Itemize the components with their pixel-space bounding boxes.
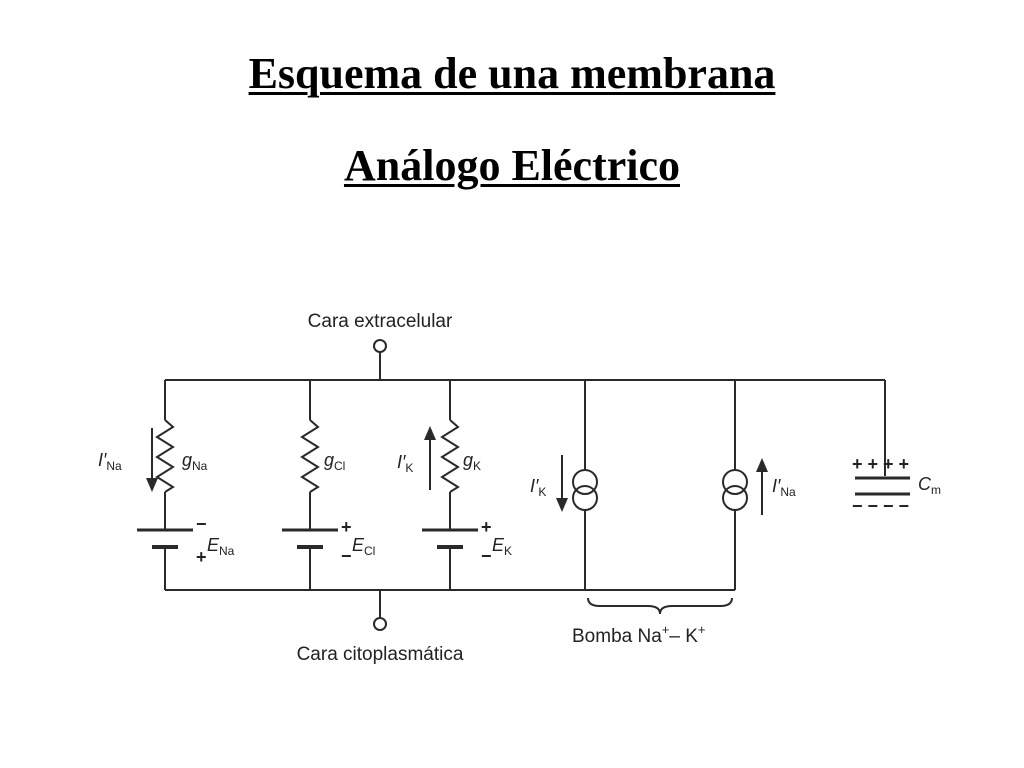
battery-k-plus: + [481, 517, 492, 537]
pump-label: Bomba Na+– K+ [572, 622, 706, 647]
top-terminal [373, 339, 387, 353]
battery-na-plus: + [196, 547, 207, 567]
battery-cl-plus: + [341, 517, 352, 537]
current-source-na-upper [722, 469, 748, 495]
resistor-na [155, 419, 175, 493]
capacitor-plus-signs: + + + + [852, 454, 909, 474]
branch-na: I′Na gNa − + ENa [98, 380, 235, 590]
pump-brace [587, 597, 733, 615]
conductance-label-na: gNa [182, 450, 208, 473]
branch-cl: gCl + − ECl [282, 380, 375, 590]
branch-k: I′K gK + − EK [397, 380, 512, 590]
emf-label-na: ENa [207, 535, 235, 558]
branch-pump-na: I′Na [722, 380, 796, 590]
battery-k-minus: − [481, 546, 492, 566]
cytoplasmic-label: Cara citoplasmática [297, 644, 464, 665]
bottom-terminal [373, 617, 387, 631]
branch-pump-k: I′K [530, 380, 598, 590]
emf-label-cl: ECl [352, 535, 375, 558]
current-source-na-lower [722, 485, 748, 511]
capacitor-minus-signs: − − − − [852, 496, 909, 516]
current-source-k-lower [572, 485, 598, 511]
current-source-k-upper [572, 469, 598, 495]
branch-capacitor: + + + + − − − − Cm [852, 380, 941, 516]
battery-na-minus: − [196, 514, 207, 534]
resistor-cl [300, 419, 320, 493]
slide-subtitle: Análogo Eléctrico [343, 141, 681, 190]
current-label-k: I′K [397, 452, 413, 475]
slide-title: Esquema de una membrana [248, 49, 776, 98]
battery-cl-minus: − [341, 546, 352, 566]
extracellular-label: Cara extracelular [308, 311, 453, 332]
current-label-na: I′Na [98, 450, 122, 473]
emf-label-k: EK [492, 535, 512, 558]
resistor-k [440, 419, 460, 493]
current-label-pump-na: I′Na [772, 476, 796, 499]
conductance-label-k: gK [463, 450, 481, 473]
conductance-label-cl: gCl [324, 450, 345, 473]
current-label-pump-k: I′K [530, 476, 546, 499]
capacitor-label: Cm [918, 474, 941, 497]
